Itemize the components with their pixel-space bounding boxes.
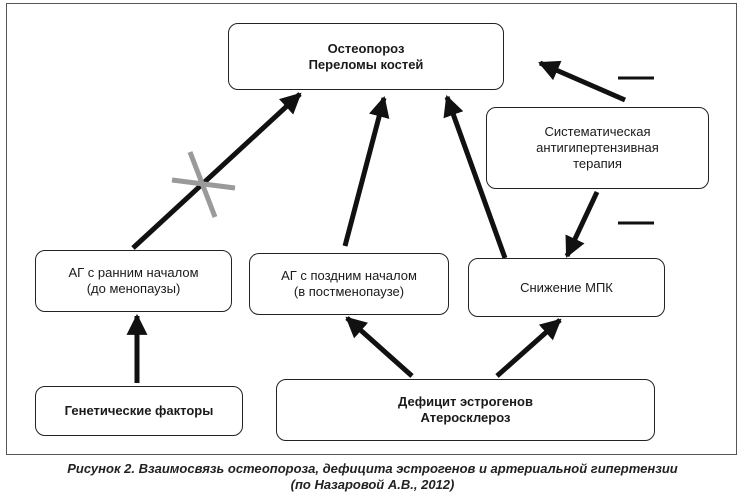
arrow-early-ag-to-osteoporosis (131, 92, 302, 250)
box-osteoporosis-line2: Переломы костей (308, 56, 424, 72)
arrow-estrogen-to-bmd (495, 318, 562, 378)
box-osteoporosis: Остеопороз Переломы костей (228, 23, 504, 90)
box-late-ag: АГ с поздним началом (в постменопаузе) (249, 253, 449, 315)
box-late-ag-line1: АГ с поздним началом (281, 268, 417, 283)
box-early-ag: АГ с ранним началом (до менопаузы) (35, 250, 232, 312)
caption-line1: Рисунок 2. Взаимосвязь остеопороза, дефи… (67, 461, 678, 476)
box-genetic-line1: Генетические факторы (64, 403, 214, 418)
box-estrogen-line1: Дефицит эстрогенов (398, 394, 533, 409)
figure-caption: Рисунок 2. Взаимосвязь остеопороза, дефи… (0, 461, 745, 493)
box-osteoporosis-line1: Остеопороз (327, 40, 405, 56)
box-therapy: Систематическая антигипертензивная терап… (486, 107, 709, 189)
box-estrogen-line2: Атеросклероз (420, 410, 511, 425)
caption-line2: (по Назаровой А.В., 2012) (290, 477, 455, 492)
box-therapy-line3: терапия (573, 156, 622, 171)
box-genetic: Генетические факторы (35, 386, 243, 436)
box-late-ag-line2: (в постменопаузе) (293, 284, 405, 299)
box-early-ag-line1: АГ с ранним началом (68, 265, 199, 280)
box-bmd-line1: Снижение МПК (520, 279, 613, 295)
box-early-ag-line2: (до менопаузы) (86, 281, 181, 296)
box-estrogen: Дефицит эстрогенов Атеросклероз (276, 379, 655, 441)
arrow-therapy-to-osteoporosis (538, 60, 626, 103)
cross-mark-bar (171, 177, 236, 191)
box-therapy-line1: Систематическая (544, 124, 651, 139)
arrow-therapy-to-bmd (564, 190, 600, 258)
box-therapy-line2: антигипертензивная (536, 140, 659, 155)
arrow-late-ag-to-osteoporosis (342, 95, 390, 247)
arrow-estrogen-to-late-ag (345, 316, 414, 378)
arrow-bmd-to-osteoporosis (443, 95, 508, 259)
box-bmd: Снижение МПК (468, 258, 665, 317)
